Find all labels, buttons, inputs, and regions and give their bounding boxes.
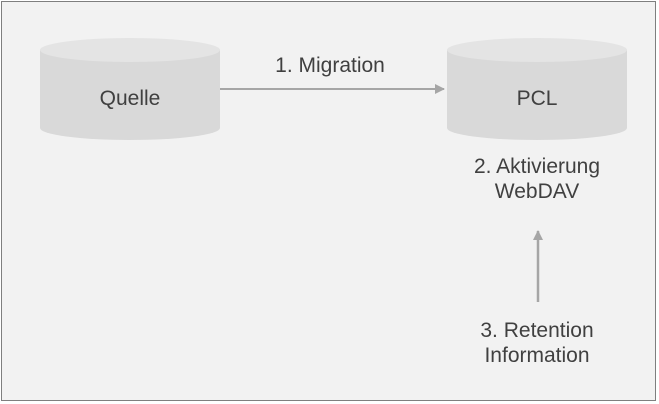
source-label: Quelle bbox=[99, 87, 161, 110]
source-database-cylinder bbox=[40, 38, 220, 140]
retention-step-label: 3. Retention Information bbox=[437, 318, 637, 368]
retention-step-line-1: 3. Retention bbox=[480, 319, 594, 342]
retention-step-line-2: Information bbox=[484, 344, 590, 368]
pcl-label: PCL bbox=[516, 87, 558, 110]
activation-step-line-2: WebDAV bbox=[494, 180, 580, 204]
activation-step-line-1: 2. Aktivierung bbox=[473, 155, 601, 178]
migration-step-label: 1. Migration bbox=[275, 54, 385, 77]
activation-step-label: 2. Aktivierung WebDAV bbox=[437, 154, 637, 204]
pcl-database-cylinder bbox=[447, 38, 627, 140]
